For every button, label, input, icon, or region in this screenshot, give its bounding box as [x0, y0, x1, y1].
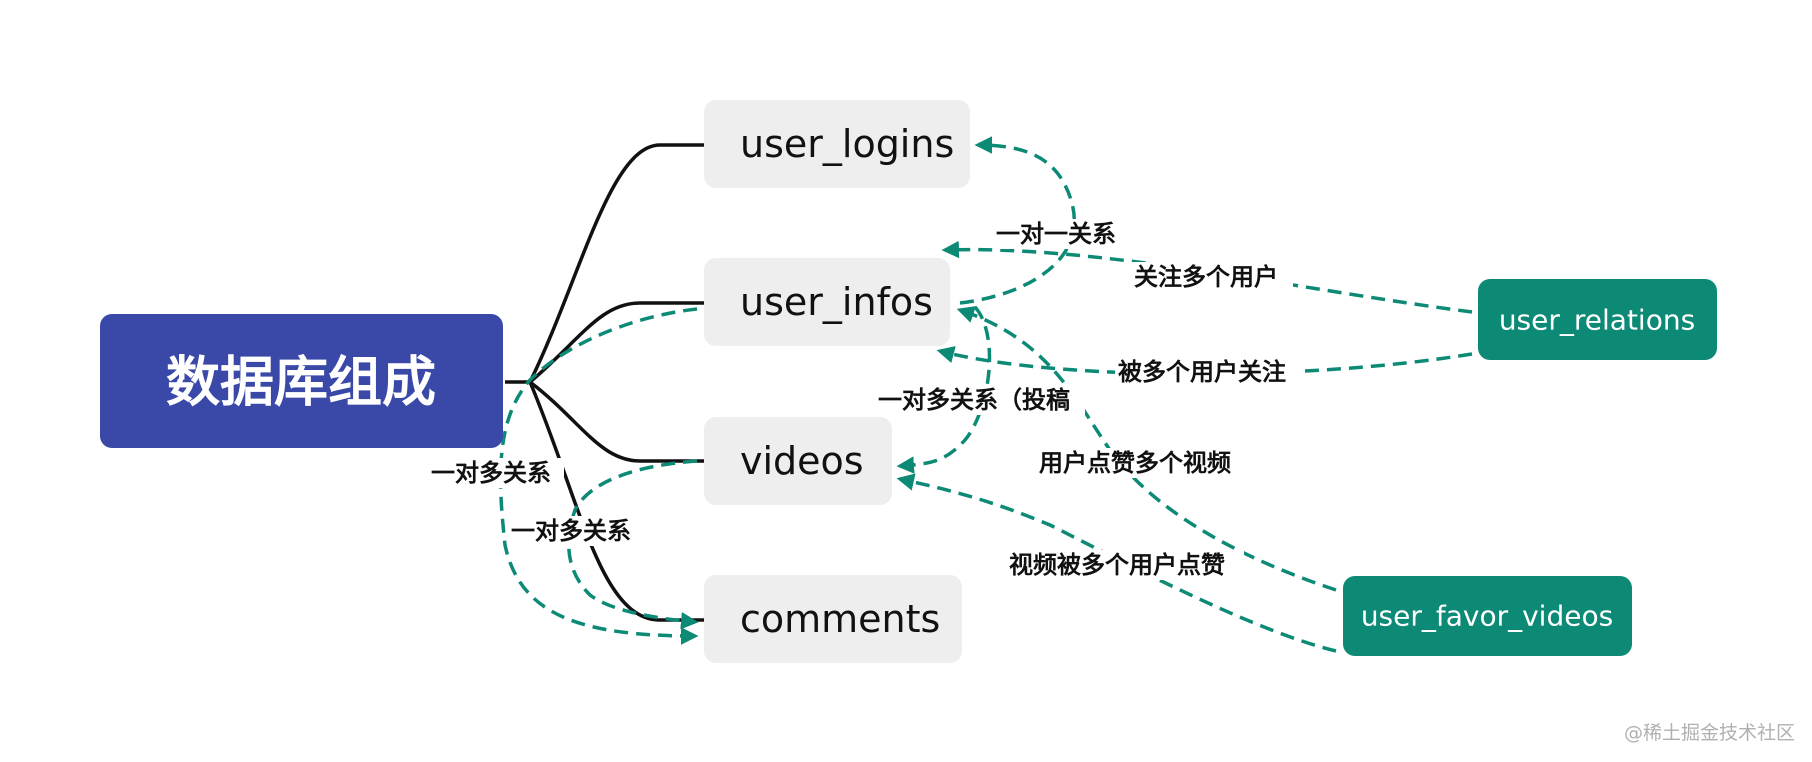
label-user-like-videos: 用户点赞多个视频	[1039, 449, 1231, 477]
node-user-relations[interactable]: user_relations	[1478, 279, 1717, 360]
label-one-to-one: 一对一关系	[996, 220, 1116, 248]
watermark: @稀土掘金技术社区	[1624, 722, 1795, 744]
label-follow-many: 关注多个用户	[1134, 263, 1278, 291]
node-videos-label: videos	[740, 439, 864, 483]
node-user-favor-videos[interactable]: user_favor_videos	[1343, 576, 1632, 656]
node-videos-box	[704, 417, 892, 505]
node-user-favor-videos-box	[1343, 576, 1632, 656]
rel-user-infos-to-videos	[896, 305, 992, 474]
node-user-favor-videos-label: user_favor_videos	[1361, 600, 1613, 633]
node-user-logins-box	[704, 100, 970, 188]
root-node[interactable]: 数据库组成	[100, 314, 503, 448]
node-comments-label: comments	[740, 597, 940, 641]
branch-connectors	[505, 143, 706, 622]
branch-root-to-videos	[528, 380, 706, 463]
branch-root-to-user-logins	[505, 143, 706, 384]
rel-user-favor-to-videos	[896, 473, 1337, 653]
node-videos[interactable]: videos	[704, 417, 892, 505]
rel-videos-to-comments	[567, 459, 699, 630]
label-video-liked-by-users: 视频被多个用户点赞	[1009, 551, 1225, 579]
label-one-to-many-post: 一对多关系（投稿	[878, 386, 1070, 414]
node-user-infos-label: user_infos	[740, 280, 933, 324]
node-user-infos-box	[704, 258, 950, 346]
root-node-box	[100, 314, 503, 448]
node-comments[interactable]: comments	[704, 575, 962, 663]
edge-labels: 一对一关系 关注多个用户 被多个用户关注 一对多关系（投稿 用户点赞多个视频 视…	[428, 219, 1305, 580]
node-user-relations-box	[1478, 279, 1717, 360]
branch-root-to-user-infos	[528, 301, 706, 384]
node-user-infos[interactable]: user_infos	[704, 258, 950, 346]
label-one-to-many-b: 一对多关系	[511, 517, 631, 545]
node-user-logins[interactable]: user_logins	[704, 100, 970, 188]
rel-user-infos-to-user-logins	[959, 136, 1077, 305]
branch-root-to-comments	[528, 381, 706, 622]
root-node-label: 数据库组成	[166, 351, 436, 414]
label-one-to-many-a: 一对多关系	[431, 459, 551, 487]
node-user-logins-label: user_logins	[740, 122, 954, 166]
node-user-relations-label: user_relations	[1499, 304, 1695, 337]
node-comments-box	[704, 575, 962, 663]
label-followed-by-many: 被多个用户关注	[1118, 358, 1286, 386]
